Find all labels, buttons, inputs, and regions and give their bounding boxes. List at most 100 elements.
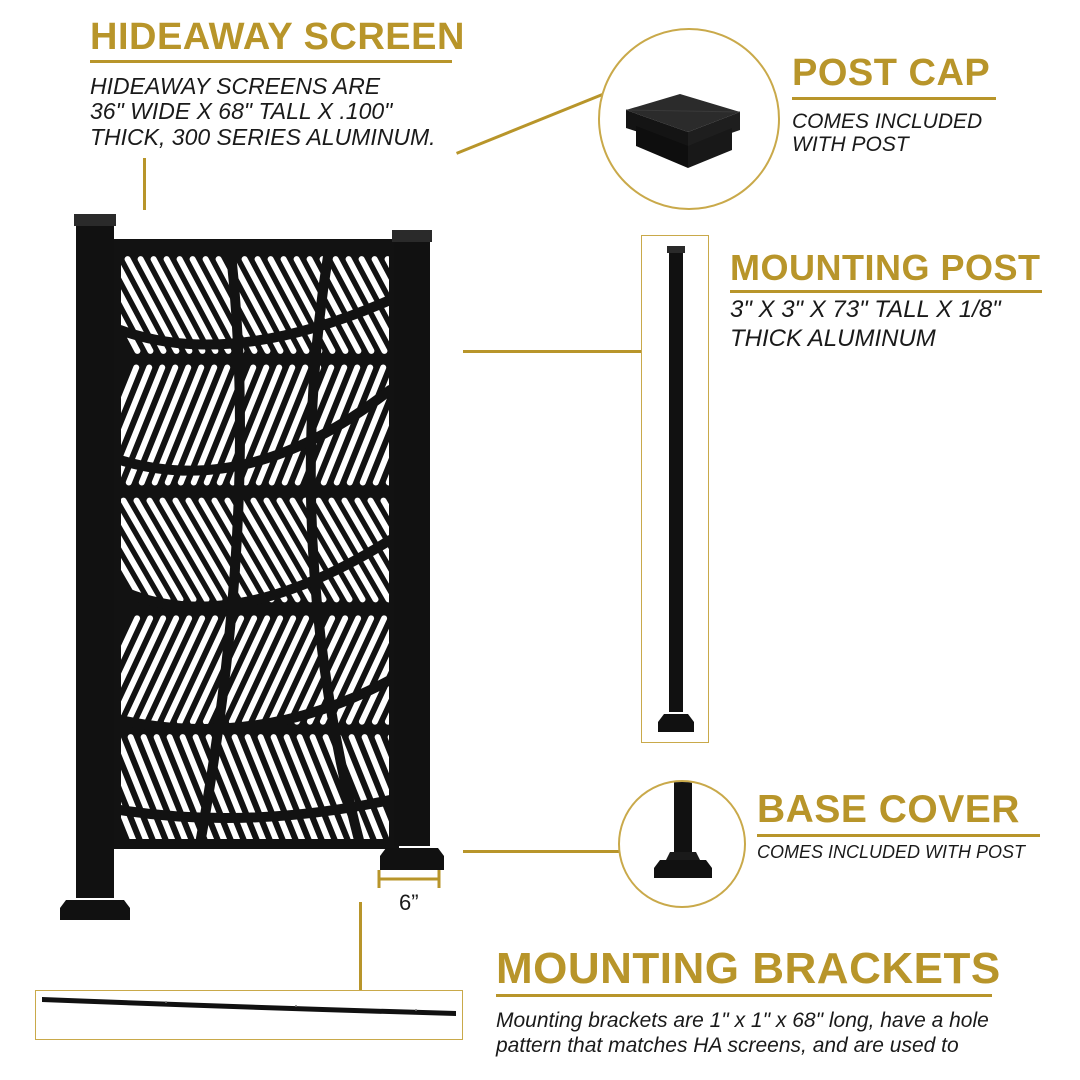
leaf-stripe xyxy=(228,256,284,354)
hideaway-callout-line xyxy=(143,158,146,226)
width-dimension-label: 6” xyxy=(399,890,419,915)
leaf-stripe xyxy=(116,615,141,725)
base-cover-title: BASE COVER xyxy=(757,788,1020,831)
leaf-stripe xyxy=(333,364,387,486)
leaf-stripe xyxy=(177,364,231,486)
leaf-stripe xyxy=(237,497,301,603)
leaf-stripe xyxy=(228,615,284,725)
mounting-brackets-title: MOUNTING BRACKETS xyxy=(496,944,1001,993)
leaf-stripe xyxy=(283,734,333,844)
mounting-bracket-image xyxy=(42,997,456,1016)
leaf-stripe xyxy=(138,364,192,486)
leaf-stripe xyxy=(242,364,296,486)
post-cap-callout-line xyxy=(456,92,606,155)
leaf-stripe xyxy=(328,497,392,603)
base-cover-callout-line xyxy=(463,850,620,853)
leaf-stripe xyxy=(124,256,180,354)
mounting-post-frame xyxy=(641,235,709,743)
leaf-stripe xyxy=(116,256,154,354)
mounting-brackets-desc-line: Mounting brackets are 1" x 1" x 68" long… xyxy=(496,1009,989,1032)
leaf-stripe xyxy=(296,734,346,844)
leaf-stripe xyxy=(306,615,362,725)
leaf-stripe xyxy=(164,364,218,486)
leaf-stripe xyxy=(116,364,153,486)
leaf-stripe xyxy=(267,615,323,725)
mounting-brackets-description: Mounting brackets are 1" x 1" x 68" long… xyxy=(496,1008,989,1058)
hideaway-desc-line: 36" WIDE X 68" TALL X .100" xyxy=(90,98,393,125)
leaf-stripe xyxy=(189,256,245,354)
leaf-stripe xyxy=(361,734,394,844)
leaf-stripe xyxy=(371,615,394,725)
leaf-stripe xyxy=(354,497,394,603)
leaf-stripe xyxy=(163,256,219,354)
leaf-stripe xyxy=(359,364,394,486)
leaf-stripe xyxy=(116,256,167,354)
leaf-stripe xyxy=(176,256,232,354)
leaf-stripe xyxy=(124,615,180,725)
leaf-stripe xyxy=(159,497,223,603)
leaf-stripe xyxy=(358,615,394,725)
base-cover-description: COMES INCLUDED WITH POST xyxy=(757,842,1026,863)
privacy-screen-image xyxy=(30,210,450,930)
base-cover-circle xyxy=(618,780,746,908)
post-cap-title-underline xyxy=(792,97,996,100)
leaf-stripe xyxy=(319,256,375,354)
leaf-stripe xyxy=(372,364,394,486)
leaf-stripe xyxy=(116,364,140,486)
leaf-stripe xyxy=(116,497,145,603)
leaf-stripe xyxy=(289,497,353,603)
leaf-stripe xyxy=(198,497,262,603)
leaf-stripe xyxy=(116,734,138,844)
leaf-stripe xyxy=(215,615,271,725)
base-cover-title-underline xyxy=(757,834,1040,837)
hideaway-screen-description: HIDEAWAY SCREENS ARE 36" WIDE X 68" TALL… xyxy=(90,73,436,150)
mounting-brackets-desc-line: pattern that matches HA screens, and are… xyxy=(496,1034,959,1058)
hideaway-title-underline xyxy=(90,60,452,63)
leaf-stripe xyxy=(302,497,366,603)
leaf-stripe xyxy=(116,734,151,844)
hideaway-desc-line: THICK, 300 SERIES ALUMINUM. xyxy=(90,123,436,150)
leaf-stripe xyxy=(250,497,314,603)
leaf-stripe xyxy=(150,615,206,725)
leaf-stripe xyxy=(332,256,388,354)
leaf-stripe xyxy=(137,615,193,725)
leaf-stripe xyxy=(241,256,297,354)
leaf-stripe xyxy=(309,734,359,844)
leaf-stripe xyxy=(163,615,219,725)
post-cap-desc-line: COMES INCLUDED xyxy=(792,110,983,133)
hideaway-screen-title: HIDEAWAY SCREEN xyxy=(90,16,465,58)
base-cover-image xyxy=(654,782,712,878)
leaf-stripe xyxy=(190,364,244,486)
leaf-stripe xyxy=(150,256,206,354)
leaf-stripe xyxy=(146,497,210,603)
hideaway-desc-line: HIDEAWAY SCREENS ARE xyxy=(90,73,381,99)
leaf-stripe xyxy=(374,734,394,844)
leaf-stripe xyxy=(335,734,385,844)
mounting-brackets-title-underline xyxy=(496,994,992,997)
mounting-post-image xyxy=(658,246,694,732)
leaf-stripe xyxy=(116,497,171,603)
width-dimension-marker xyxy=(377,870,441,888)
leaf-stripe xyxy=(125,364,179,486)
leaf-stripe xyxy=(211,497,275,603)
post-cap-title: POST CAP xyxy=(792,52,991,94)
leaf-stripe xyxy=(172,497,236,603)
leaf-stripe xyxy=(254,615,310,725)
mounting-brackets-callout-line xyxy=(359,902,362,990)
base-cover-desc-line: COMES INCLUDED WITH POST xyxy=(757,842,1026,862)
leaf-stripe xyxy=(133,497,197,603)
mounting-post-callout-line xyxy=(463,350,641,353)
leaf-stripe xyxy=(241,615,297,725)
post-cap-desc-line: WITH POST xyxy=(792,133,909,157)
leaf-stripe xyxy=(151,364,205,486)
mounting-bracket-frame xyxy=(35,990,463,1040)
mounting-post-description: 3" X 3" X 73" TALL X 1/8" THICK ALUMINUM xyxy=(730,296,1001,354)
leaf-stripe xyxy=(315,497,379,603)
leaf-stripe xyxy=(137,256,193,354)
leaf-stripe xyxy=(176,615,232,725)
leaf-stripe xyxy=(116,615,167,725)
leaf-stripe xyxy=(348,734,394,844)
leaf-stripe xyxy=(120,497,184,603)
leaf-stripe xyxy=(371,256,394,354)
mounting-post-title: MOUNTING POST xyxy=(730,247,1041,288)
